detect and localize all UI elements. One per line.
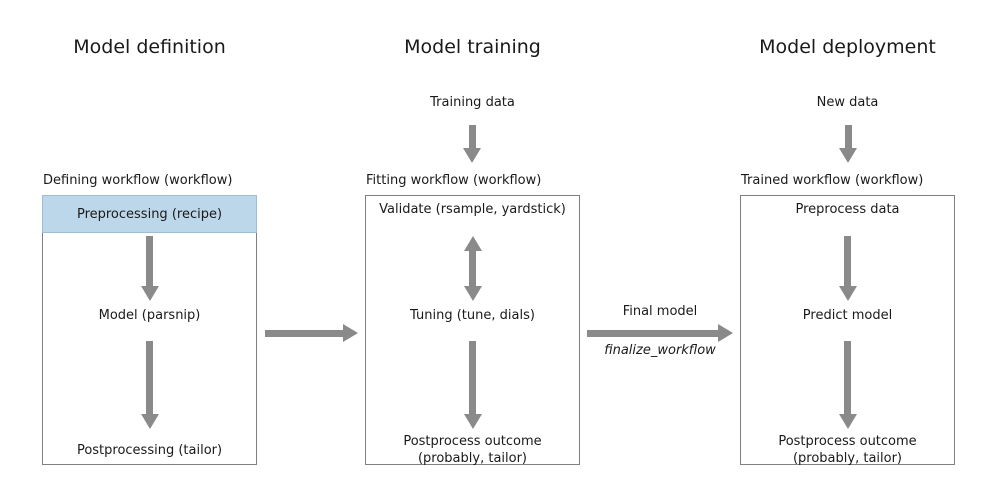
postprocessing-step-label: Postprocessing (tailor) xyxy=(43,433,256,467)
arrow-down-icon xyxy=(838,341,857,429)
arrow-stem xyxy=(469,251,476,286)
defining-workflow-box: Preprocessing (recipe) Model (parsnip) P… xyxy=(42,195,257,465)
arrow-stem xyxy=(265,329,343,337)
arrow-down-icon xyxy=(140,236,159,301)
arrow-head xyxy=(140,286,159,301)
training-data-label: Training data xyxy=(430,95,515,110)
arrow-stem xyxy=(844,341,851,414)
arrow-stem xyxy=(844,236,851,286)
arrow-head xyxy=(718,324,733,342)
fitting-workflow-box: Validate (rsample, yardstick) Tuning (tu… xyxy=(365,195,580,467)
final-model-label: Final model xyxy=(622,304,698,319)
step-label-line1: Postprocessing (tailor) xyxy=(76,442,223,458)
arrow-down-icon xyxy=(140,341,159,429)
preprocess-data-step-label: Preprocess data xyxy=(795,202,900,217)
arrow-right-icon xyxy=(265,324,358,342)
arrow-head xyxy=(140,414,159,429)
postprocess-outcome-step-label: Postprocess outcome (probably, tailor) xyxy=(366,433,579,467)
arrow-stem xyxy=(469,341,476,414)
arrow-head xyxy=(839,148,857,163)
model-step-label: Model (parsnip) xyxy=(98,308,201,323)
postprocess-outcome-step-label: Postprocess outcome (probably, tailor) xyxy=(741,433,954,467)
predict-model-step-label: Predict model xyxy=(802,308,893,323)
arrow-up-down-icon xyxy=(463,236,482,301)
finalize-workflow-label: finalize_workflow xyxy=(604,343,716,358)
arrow-stem xyxy=(844,125,852,148)
arrow-stem xyxy=(587,329,718,337)
defining-workflow-label: Defining workflow (workflow) xyxy=(43,173,233,188)
arrow-down-icon xyxy=(463,125,481,163)
title-model-deployment: Model deployment xyxy=(759,36,936,58)
tuning-step-label: Tuning (tune, dials) xyxy=(410,308,535,323)
title-model-training: Model training xyxy=(404,36,541,58)
arrow-down-icon xyxy=(839,125,857,163)
step-label-line1: Postprocess outcome xyxy=(403,434,542,449)
arrow-head xyxy=(463,414,482,429)
step-label-line2: (probably, tailor) xyxy=(792,451,903,466)
preprocessing-step-highlight: Preprocessing (recipe) xyxy=(42,195,257,233)
step-label: Preprocessing (recipe) xyxy=(76,206,223,222)
arrow-head xyxy=(838,414,857,429)
step-label-line2: (probably, tailor) xyxy=(417,451,528,466)
validate-step-label: Validate (rsample, yardstick) xyxy=(379,202,566,217)
arrow-head xyxy=(463,148,481,163)
fitting-workflow-label: Fitting workflow (workflow) xyxy=(366,173,542,188)
arrow-head xyxy=(343,324,358,342)
arrow-down-icon xyxy=(838,236,857,301)
arrow-stem xyxy=(468,125,476,148)
new-data-label: New data xyxy=(816,95,879,110)
step-label-line1: Postprocess outcome xyxy=(778,434,917,449)
arrow-head xyxy=(463,286,482,301)
trained-workflow-box: Preprocess data Predict model Postproces… xyxy=(740,195,955,467)
arrow-stem xyxy=(146,341,153,414)
arrow-head xyxy=(463,236,482,251)
arrow-down-icon xyxy=(463,341,482,429)
arrow-stem xyxy=(146,236,153,286)
title-model-definition: Model definition xyxy=(73,36,226,58)
trained-workflow-label: Trained workflow (workflow) xyxy=(741,173,924,188)
arrow-head xyxy=(838,286,857,301)
arrow-right-icon xyxy=(587,324,733,342)
